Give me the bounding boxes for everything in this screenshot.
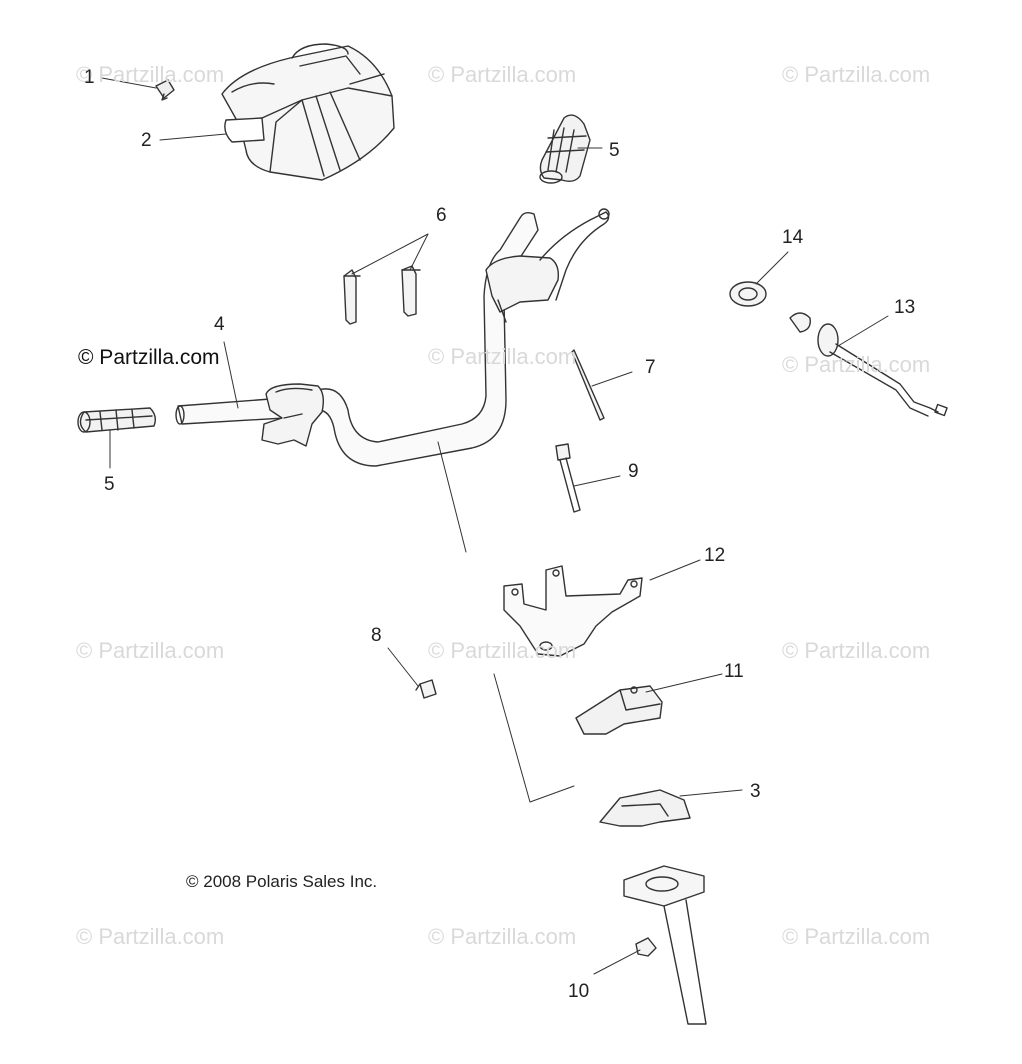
watermark: © Partzilla.com: [428, 344, 577, 369]
leader-2: [159, 133, 227, 141]
part-5-grip-left: [77, 407, 157, 433]
brand-label: © Partzilla.com: [78, 346, 220, 369]
leader-6b: [409, 233, 429, 271]
watermark: © Partzilla.com: [76, 924, 225, 949]
callout-5: 5: [104, 474, 115, 495]
callout-5: 5: [609, 140, 620, 161]
watermark: © Partzilla.com: [428, 924, 577, 949]
part-11-upper-clamp: [575, 685, 663, 735]
leader-3: [679, 789, 743, 797]
watermark: © Partzilla.com: [782, 924, 931, 949]
part-10-nut: [635, 937, 657, 957]
leader-13: [837, 315, 889, 347]
steering-post: [623, 865, 707, 1025]
callout-2: 2: [141, 130, 152, 151]
callout-1: 1: [84, 67, 95, 88]
watermark: © Partzilla.com: [782, 62, 931, 87]
part-6-brackets: [343, 265, 421, 325]
callout-6: 6: [436, 205, 447, 226]
callout-3: 3: [750, 781, 761, 802]
watermark: © Partzilla.com: [782, 638, 931, 663]
leader-14: [755, 251, 789, 285]
part-5-grip-right: [539, 114, 591, 184]
leader-4: [223, 341, 239, 409]
callout-12: 12: [704, 545, 726, 566]
part-14-nut: [729, 281, 767, 307]
leader-7: [591, 371, 633, 387]
watermark: © Partzilla.com: [782, 352, 931, 377]
callout-8: 8: [371, 625, 382, 646]
part-3-lower-clamp: [599, 789, 691, 827]
callout-9: 9: [628, 461, 639, 482]
callout-4: 4: [214, 314, 225, 335]
part-12-mount-bracket: [503, 565, 643, 657]
copyright-notice: © 2008 Polaris Sales Inc.: [186, 872, 378, 891]
watermark: © Partzilla.com: [428, 62, 577, 87]
part-9-bolt: [555, 443, 581, 513]
callout-10: 10: [568, 981, 590, 1002]
part-13-throttle-cable: [789, 312, 948, 417]
callout-11: 11: [724, 661, 744, 682]
part-8-bolt: [415, 679, 437, 699]
callout-14: 14: [782, 227, 804, 248]
callout-13: 13: [894, 297, 916, 318]
part-1-screw: [155, 79, 175, 101]
leader-10: [593, 949, 641, 975]
part-7-cable-tie: [571, 349, 605, 421]
part-2-handlebar-cover: [221, 43, 395, 181]
leader-1: [101, 77, 157, 89]
assembly-leader-line: [493, 673, 575, 803]
callout-leaders: [101, 77, 889, 975]
watermark: © Partzilla.com: [76, 638, 225, 663]
leader-11: [645, 673, 723, 693]
callout-7: 7: [645, 357, 656, 378]
leader-12: [649, 559, 701, 581]
leader-9: [573, 475, 621, 487]
handlebar: [175, 208, 610, 553]
leader-8: [387, 647, 419, 687]
leader-6a: [351, 233, 429, 275]
watermark: © Partzilla.com: [76, 62, 225, 87]
watermark: © Partzilla.com: [428, 638, 577, 663]
